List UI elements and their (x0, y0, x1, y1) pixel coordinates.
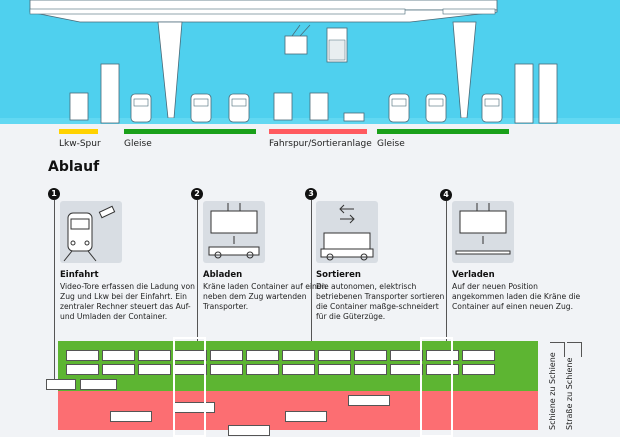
bracket-road-to-rail (567, 342, 582, 357)
legend-label-truck-lane: Lkw-Spur (59, 139, 101, 149)
ground-strip (0, 118, 620, 124)
step-connector-line (197, 200, 198, 390)
legend-label-tracks: Gleise (124, 139, 152, 149)
step-title: Sortieren (316, 270, 361, 280)
gantry-crane-plan (173, 337, 206, 437)
step-connector-line (311, 200, 312, 390)
legend-label-tracks-2: Gleise (377, 139, 405, 149)
container-block (354, 350, 387, 361)
transporter-block (80, 379, 117, 390)
step-title: Abladen (203, 270, 243, 280)
step-title: Einfahrt (60, 270, 99, 280)
step-description: Kräne laden Container auf einen neben de… (203, 282, 327, 311)
gantry-crane-plan (420, 337, 453, 437)
container-block (102, 364, 135, 375)
container-stack (514, 63, 534, 124)
label-rail-to-rail: Schiene zu Schiene (548, 352, 557, 430)
transporter-icon (343, 112, 365, 122)
container-block (462, 364, 495, 375)
container-block (348, 395, 390, 406)
container-block (138, 364, 171, 375)
step-number-badge: 2 (191, 188, 203, 200)
terminal-side-view (0, 0, 620, 124)
crane-unload-icon (203, 201, 265, 263)
step-title: Verladen (452, 270, 495, 280)
container-stack (100, 63, 120, 124)
container-block (228, 425, 270, 436)
train-camera-icon (60, 201, 122, 263)
step-connector-line (54, 200, 55, 390)
vehicles-layer (69, 63, 558, 124)
train-icon (228, 93, 250, 123)
train-icon (190, 93, 212, 123)
truck-icon (309, 92, 329, 121)
container-block (390, 364, 423, 375)
train-icon (388, 93, 410, 123)
container-block (282, 350, 315, 361)
legend-bar-tracks-2 (377, 129, 509, 134)
truck-icon (69, 92, 89, 121)
bracket-rail-to-rail (550, 342, 565, 357)
container-block (318, 364, 351, 375)
container-block (66, 364, 99, 375)
container-block (426, 350, 459, 361)
container-block (138, 350, 171, 361)
step-description: Die autonomen, elektrisch betriebenen Tr… (316, 282, 445, 321)
step-number-badge: 4 (440, 189, 452, 201)
container-block (110, 411, 152, 422)
container-on-truck (46, 379, 76, 390)
legend-bar-truck-lane (59, 129, 98, 134)
train-icon (481, 93, 503, 123)
step-connector-line (446, 201, 447, 391)
container-block (462, 350, 495, 361)
train-icon (425, 93, 447, 123)
container-block (318, 350, 351, 361)
legend-label-sorting: Fahrspur/Sortieranlage (269, 139, 372, 149)
sorting-zone (58, 391, 538, 430)
container-block (285, 411, 327, 422)
container-block (354, 364, 387, 375)
container-block (282, 364, 315, 375)
step-description: Auf der neuen Position angekommen laden … (452, 282, 581, 311)
container-block (246, 364, 279, 375)
train-icon (130, 93, 152, 123)
container-block (246, 350, 279, 361)
crane-load-icon (452, 201, 514, 263)
container-block (210, 364, 243, 375)
step-number-badge: 3 (305, 188, 317, 200)
section-title: Ablauf (48, 159, 100, 175)
container-stack (538, 63, 558, 124)
label-road-to-rail: Straße zu Schiene (565, 357, 574, 430)
container-block (102, 350, 135, 361)
sort-transporter-icon (316, 201, 378, 263)
container-block (66, 350, 99, 361)
container-block (210, 350, 243, 361)
legend-bar-sorting (269, 129, 367, 134)
step-number-badge: 1 (48, 188, 60, 200)
container-block (390, 350, 423, 361)
truck-icon (273, 92, 293, 121)
legend-bar-tracks (124, 129, 256, 134)
step-description: Video-Tore erfassen die Ladung von Zug u… (60, 282, 195, 321)
terminal-plan-view (46, 337, 538, 437)
container-block (426, 364, 459, 375)
